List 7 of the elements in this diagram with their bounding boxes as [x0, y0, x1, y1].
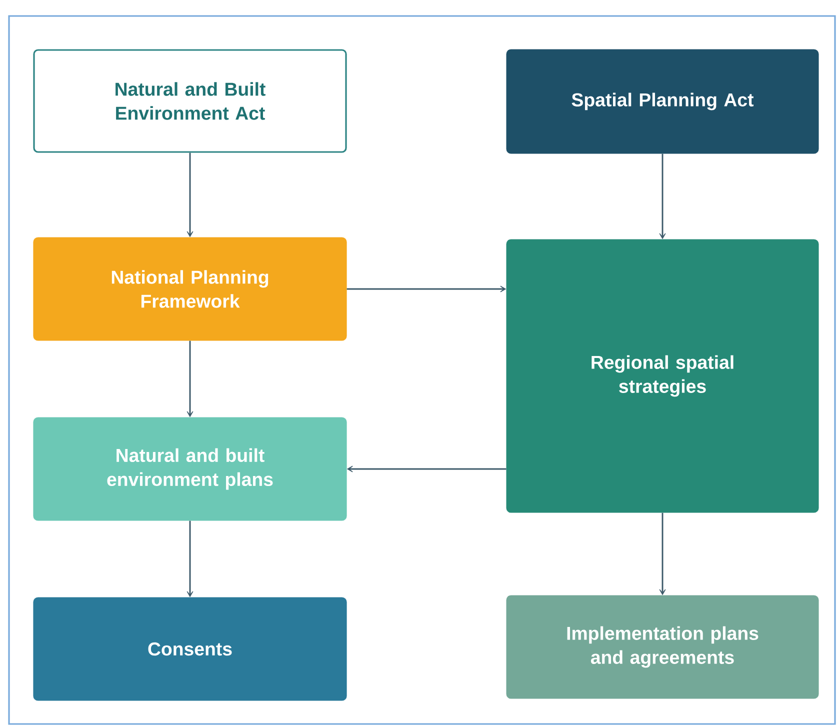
process-box: Spatial Planning Act [506, 49, 819, 154]
process-box: Natural and Built Environment Act [33, 49, 347, 153]
process-box: National Planning Framework [33, 237, 347, 341]
process-box: Regional spatial strategies [506, 239, 819, 513]
process-box: Consents [33, 597, 347, 701]
process-box: Implementation plans and agreements [506, 595, 819, 699]
process-box: Natural and built environment plans [33, 417, 347, 521]
